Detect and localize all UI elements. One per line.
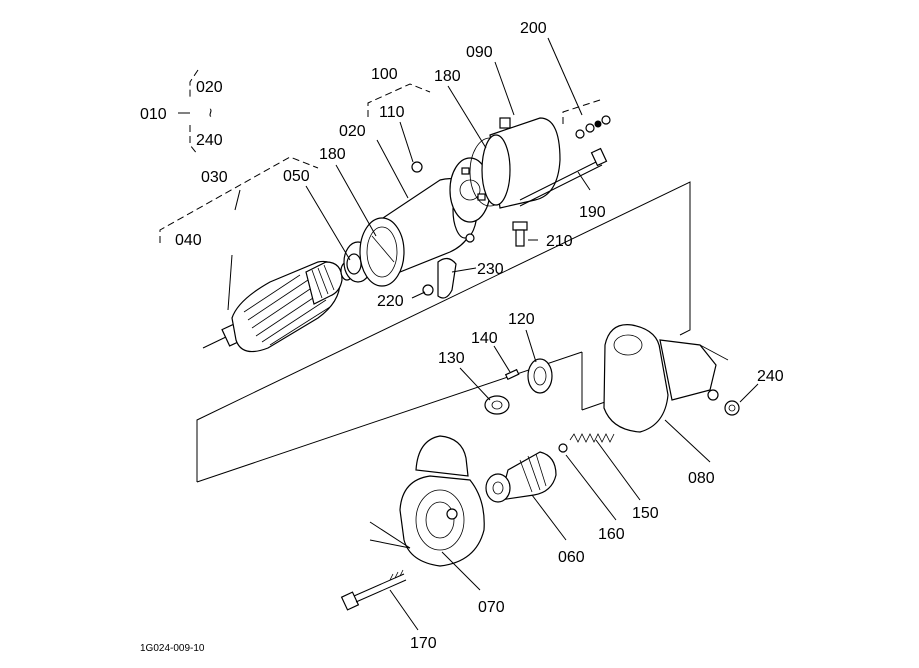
label-200: 200 <box>520 20 547 37</box>
spring <box>569 433 615 443</box>
label-070: 070 <box>478 599 505 616</box>
nuts-washers <box>575 115 611 139</box>
label-090: 090 <box>466 44 493 61</box>
terminal-screw <box>512 221 528 247</box>
label-210: 210 <box>546 233 573 250</box>
label-020: 020 <box>339 123 366 140</box>
label-030: 030 <box>201 169 228 186</box>
label-100: 100 <box>371 66 398 83</box>
brush-holder <box>411 157 491 223</box>
overrunning-clutch <box>484 395 510 415</box>
label-180-lower: 180 <box>319 146 346 163</box>
label-170: 170 <box>410 635 437 652</box>
steel-ball <box>558 443 568 453</box>
mounting-bolt <box>340 569 407 611</box>
label-120: 120 <box>508 311 535 328</box>
label-050: 050 <box>283 168 310 185</box>
leader-lines <box>227 37 759 631</box>
label-080: 080 <box>688 470 715 487</box>
key-pin <box>504 368 520 381</box>
label-110: 110 <box>379 104 405 121</box>
label-240-range: 240 <box>196 132 223 149</box>
rear-end-cover <box>481 117 561 209</box>
front-bracket-housing <box>603 324 740 433</box>
shift-lever <box>422 257 457 299</box>
label-130: 130 <box>438 350 465 367</box>
brush-holder-group-outline <box>367 83 431 117</box>
label-tilde: ~ <box>201 108 218 117</box>
label-060: 060 <box>558 549 585 566</box>
nut-group-outline <box>562 99 601 124</box>
label-190: 190 <box>579 204 606 221</box>
label-230: 230 <box>477 261 504 278</box>
pinion-gear <box>527 358 553 394</box>
label-240: 240 <box>757 368 784 385</box>
part-labels: 010 020 ~ 240 100 110 180 090 200 020 18… <box>140 20 784 654</box>
armature <box>202 260 354 353</box>
label-150: 150 <box>632 505 659 522</box>
label-140: 140 <box>471 330 498 347</box>
label-220: 220 <box>377 293 404 310</box>
label-010: 010 <box>140 106 167 123</box>
label-160: 160 <box>598 526 625 543</box>
label-180-upper: 180 <box>434 68 461 85</box>
assembly-bracket-010 <box>178 69 199 156</box>
label-040: 040 <box>175 232 202 249</box>
drive-end-housing <box>399 435 485 567</box>
label-020-range: 020 <box>196 79 223 96</box>
through-bolt <box>519 147 608 207</box>
armature-group-outline <box>159 156 319 243</box>
drawing-code: 1G024-009-10 <box>140 643 205 654</box>
drive-pinion-assembly <box>485 451 557 503</box>
